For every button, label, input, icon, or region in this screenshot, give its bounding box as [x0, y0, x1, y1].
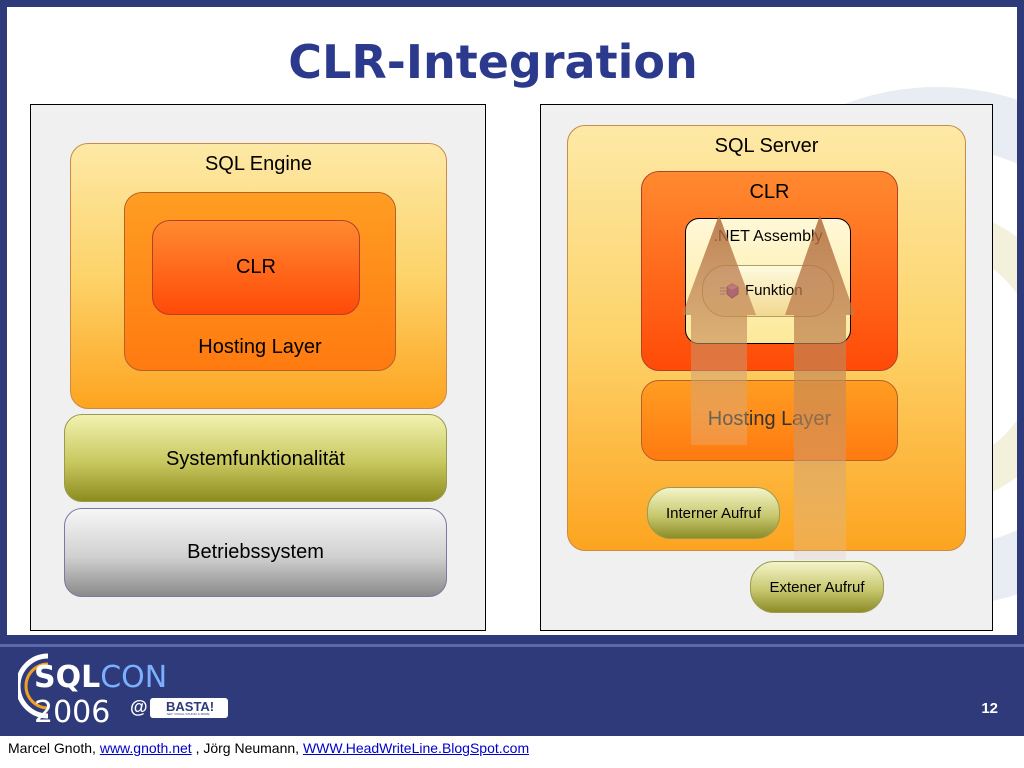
sqlcon-logo-mark [15, 653, 49, 719]
externer-aufruf-label: Extener Aufruf [769, 579, 865, 596]
right-diagram-panel: SQL Server CLR .NET Assembly [540, 104, 993, 631]
external-call-arrow [785, 215, 855, 560]
sql-server-label: SQL Server [714, 135, 819, 157]
sqlcon-logo: SQLCON 2006 @ BASTA! .NET, VISUAL STUDIO… [15, 650, 238, 730]
left-diagram-panel: SQL Engine CLR Hosting Layer Systemfunkt… [30, 104, 486, 631]
page-number: 12 [981, 700, 998, 717]
slide-canvas: CLR-Integration SQL Engine CLR Hosting L… [7, 7, 1017, 635]
basta-label: BASTA! [166, 699, 215, 714]
betriebssystem-label: Betriebssystem [187, 541, 324, 563]
internal-call-arrow [682, 215, 756, 445]
clr-label: CLR [235, 256, 276, 278]
net-assembly-label: .NET Assembly [713, 228, 823, 245]
funktion-label: Funktion [745, 282, 803, 299]
hosting-layer-box: CLR Hosting Layer [124, 192, 396, 371]
author1-label: Marcel Gnoth, [8, 740, 96, 756]
basta-badge: BASTA! .NET, VISUAL STUDIO & MORE [150, 698, 228, 718]
interner-aufruf-label: Interner Aufruf [665, 505, 762, 522]
gnoth-link[interactable]: www.gnoth.net [99, 740, 192, 756]
interner-aufruf-pill: Interner Aufruf [647, 487, 780, 539]
externer-aufruf-pill: Extener Aufruf [750, 561, 884, 613]
clr-box: CLR [152, 220, 360, 315]
footer-credits: Marcel Gnoth, www.gnoth.net , Jörg Neuma… [0, 736, 1024, 768]
author2-label: , Jörg Neumann, [195, 740, 300, 756]
footer-divider [0, 644, 1024, 647]
hosting-layer-label: Hosting Layer [198, 336, 322, 358]
betriebssystem-box: Betriebssystem [64, 508, 447, 597]
systemfunktionalitaet-label: Systemfunktionalität [166, 448, 345, 470]
logo-year: 2006 [34, 695, 111, 730]
logo-con: CON [100, 660, 168, 695]
sql-engine-label: SQL Engine [204, 153, 313, 175]
clr-container-label: CLR [749, 181, 790, 203]
logo-sql: SQL [34, 660, 101, 695]
logo-at: @ [130, 697, 148, 717]
basta-subtitle: .NET, VISUAL STUDIO & MORE [166, 712, 210, 716]
sql-engine-box: SQL Engine CLR Hosting Layer [70, 143, 447, 409]
call-arrows [682, 215, 855, 560]
systemfunktionalitaet-box: Systemfunktionalität [64, 414, 447, 502]
blogspot-link[interactable]: WWW.HeadWriteLine.BlogSpot.com [302, 740, 530, 756]
logo-wordmark: SQLCON 2006 [34, 660, 238, 730]
slide-title: CLR-Integration [288, 35, 698, 89]
